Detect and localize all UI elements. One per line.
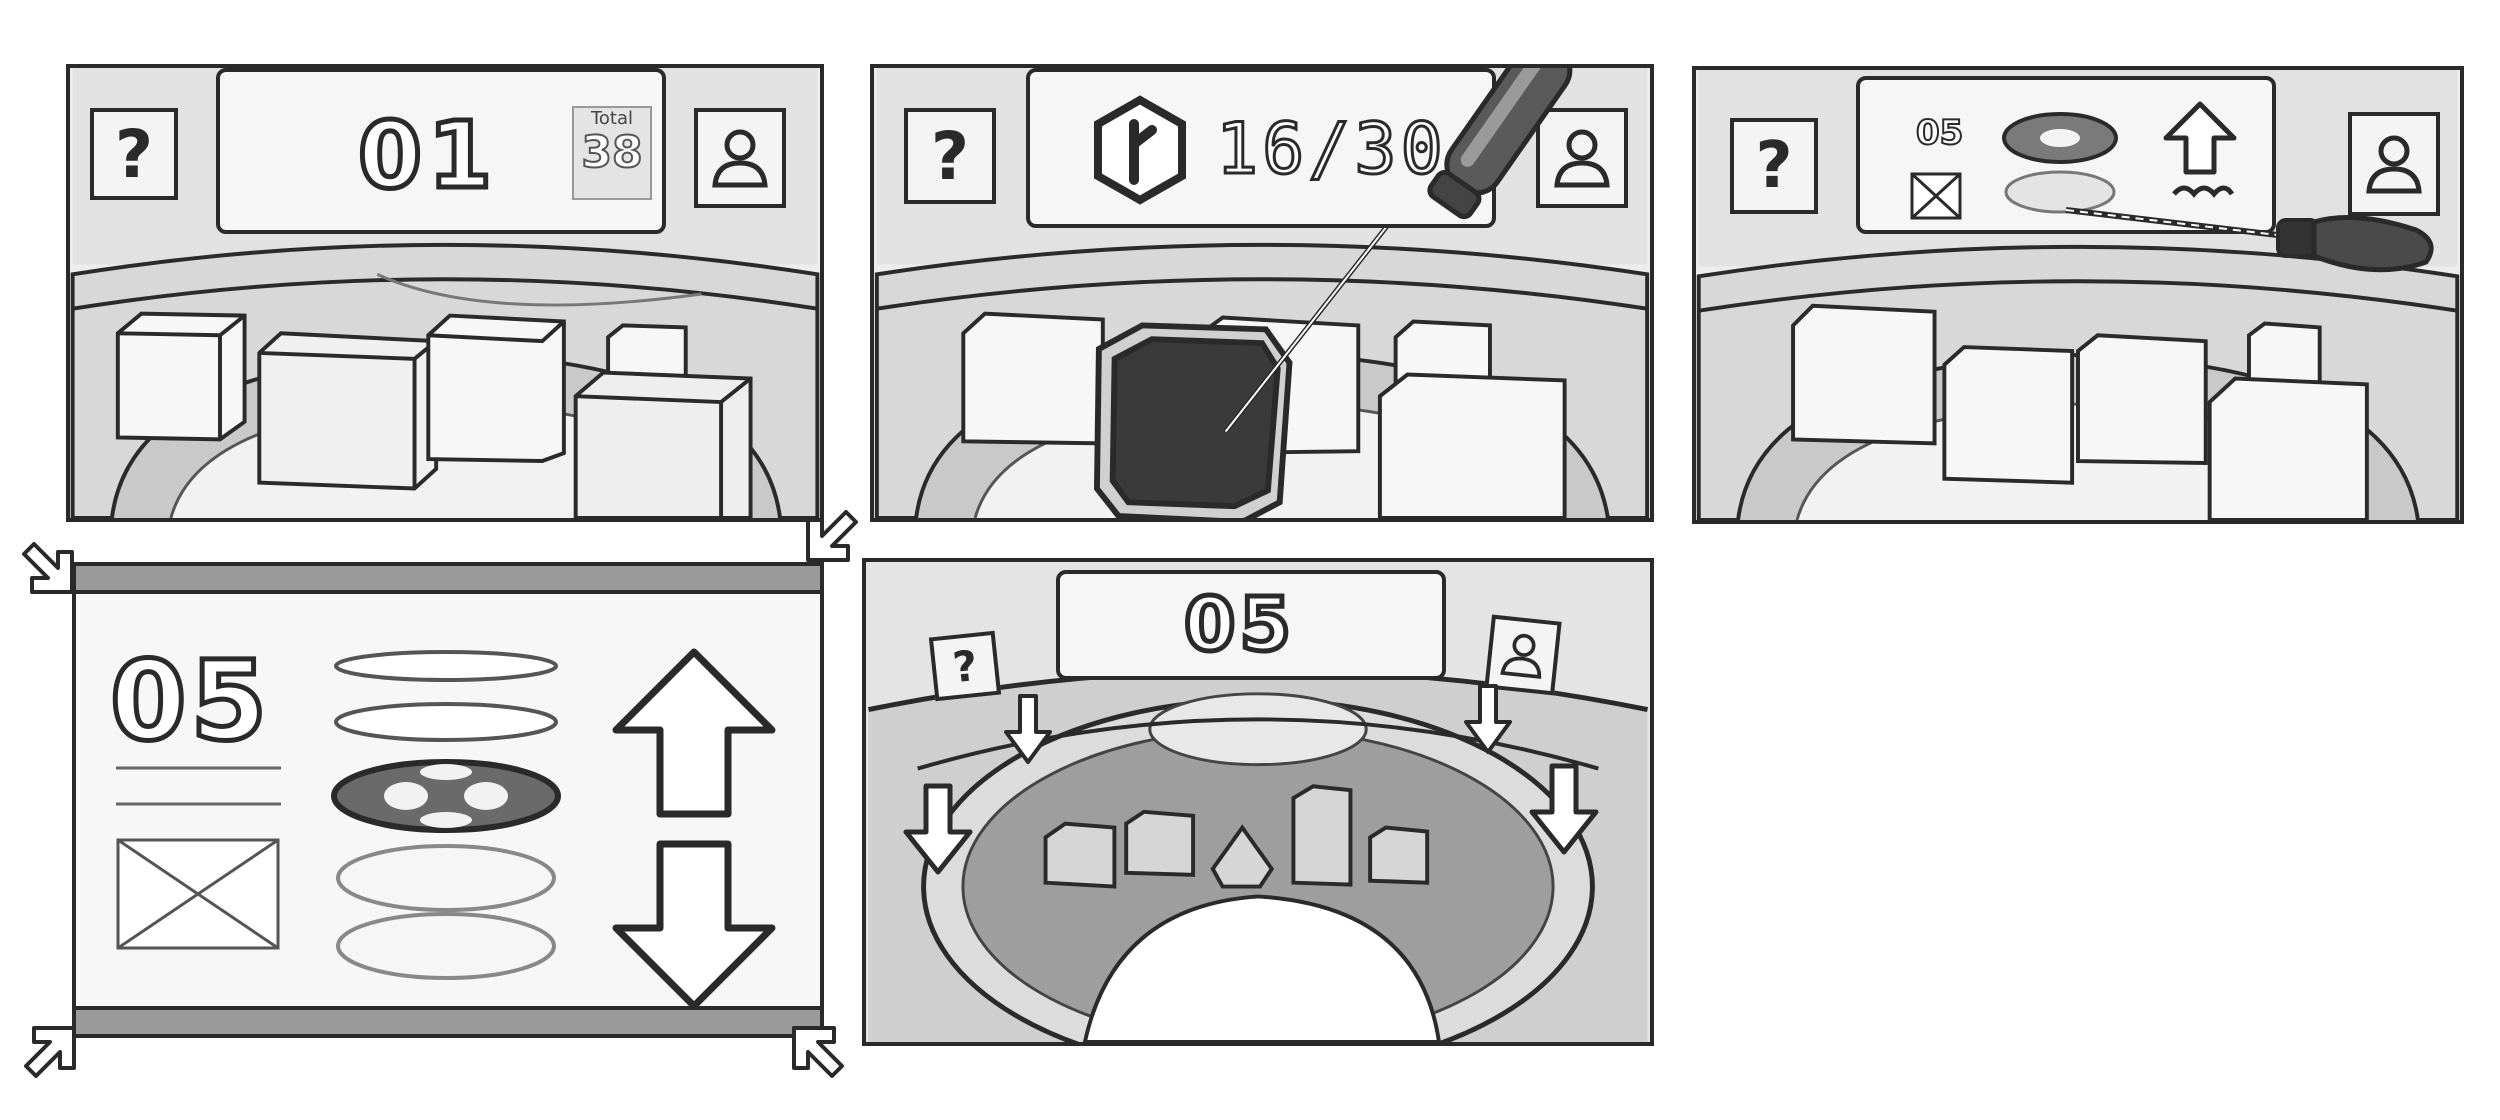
level-number: 05 — [107, 637, 272, 765]
image-placeholder-icon — [116, 838, 280, 950]
storyboard-panel-2: ? 16/30 — [870, 64, 1654, 522]
cube-4 — [1291, 784, 1353, 887]
profile-button[interactable] — [694, 108, 786, 208]
profile-icon — [2366, 135, 2422, 194]
corner-arrow-icon — [22, 542, 74, 594]
help-icon: ? — [114, 115, 154, 193]
cube-2 — [1124, 809, 1196, 877]
help-icon: ? — [930, 117, 970, 195]
rune-hex-icon — [1094, 95, 1186, 205]
bottom-bar — [76, 1006, 820, 1034]
cube-5 — [2207, 376, 2369, 520]
help-button[interactable]: ? — [1730, 118, 1818, 214]
cube-3 — [1210, 824, 1275, 889]
level-number: 05 — [1182, 582, 1295, 668]
layer-disc-4 — [336, 844, 556, 912]
storyboard-panel-1: ? 01 Total 38 — [66, 64, 824, 522]
layer-disc-5 — [336, 912, 556, 980]
down-arrow-icon — [903, 783, 973, 875]
storyboard-panel-5: 05 ? — [862, 558, 1654, 1046]
help-button[interactable]: ? — [904, 108, 996, 204]
layer-disc-stack[interactable] — [326, 646, 566, 986]
layer-disc-stack — [2002, 112, 2118, 214]
help-icon: ? — [1755, 129, 1793, 203]
cube-1 — [961, 311, 1105, 446]
corner-arrow-icon — [24, 1026, 76, 1078]
score-label: Total — [590, 108, 634, 129]
cube-2 — [257, 331, 439, 491]
image-placeholder-icon — [1910, 172, 1962, 220]
game-scene-1 — [70, 68, 820, 518]
level-number: 05 — [1915, 113, 1964, 153]
top-bar — [76, 566, 820, 594]
cube-1 — [115, 311, 247, 442]
level-number: 01 — [355, 102, 499, 209]
score-value: 38 — [580, 127, 643, 178]
screwdriver-icon — [2065, 207, 2434, 273]
cube-2 — [1942, 345, 2075, 485]
profile-icon — [1500, 633, 1542, 679]
up-arrow-icon[interactable] — [604, 644, 784, 824]
profile-button[interactable] — [1536, 108, 1628, 208]
profile-button[interactable] — [2348, 112, 2440, 216]
cube-1 — [1791, 303, 1937, 446]
storyboard-panel-3: ? 05 — [1692, 66, 2464, 524]
cube-5 — [1368, 825, 1430, 885]
cube-4 — [2246, 321, 2322, 385]
down-arrow-icon — [1529, 763, 1599, 855]
profile-icon — [712, 129, 768, 188]
layer-disc-2 — [334, 702, 558, 742]
down-arrow-icon — [1464, 684, 1512, 754]
layer-disc-1 — [334, 650, 558, 682]
cube-1 — [1043, 821, 1117, 889]
score-box: Total 38 — [572, 106, 652, 200]
progress-counter: 16/30 — [1215, 108, 1447, 190]
text-lines — [116, 766, 281, 806]
profile-button[interactable] — [1484, 614, 1562, 696]
level-banner: 01 Total 38 — [216, 68, 666, 234]
cube-3 — [2076, 333, 2208, 466]
cube-4 — [1377, 372, 1567, 518]
cube-5 — [573, 370, 753, 518]
down-arrow-icon[interactable] — [604, 834, 784, 1014]
screwdriver-icon — [1427, 68, 1573, 220]
progress-banner: 16/30 — [1026, 68, 1496, 228]
help-button[interactable]: ? — [928, 630, 1002, 702]
down-arrow-icon — [1004, 694, 1052, 764]
corner-arrow-icon — [806, 510, 858, 562]
up-arrow-icon — [2163, 101, 2237, 198]
mini-layer-panel: 05 — [1856, 76, 2276, 234]
help-button[interactable]: ? — [90, 108, 178, 200]
level-banner: 05 — [1056, 570, 1446, 680]
storyboard-panel-4: 05 — [72, 562, 824, 1038]
layer-disc-selected — [331, 759, 561, 833]
help-icon: ? — [950, 640, 980, 692]
profile-icon — [1554, 129, 1610, 188]
cube-3 — [426, 313, 566, 463]
corner-arrow-icon — [792, 1026, 844, 1078]
game-scene-5 — [868, 667, 1648, 1042]
selected-cube — [1093, 322, 1293, 518]
